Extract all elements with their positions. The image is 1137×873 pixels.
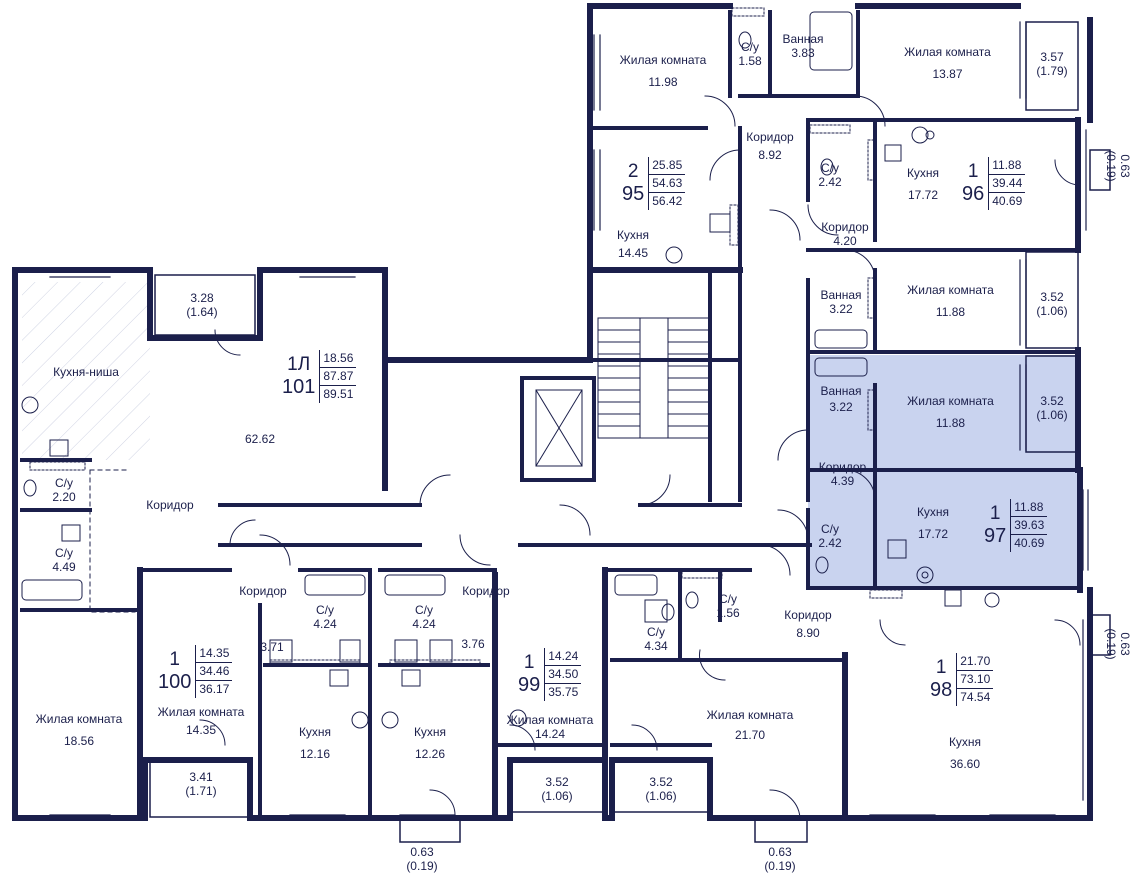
room-label: 3.76 [461,637,485,651]
walls [12,3,1111,843]
balcony-label: 3.52(1.06) [645,775,677,803]
kitchen-niche-hatch [22,282,150,460]
balcony-label: 3.52(1.06) [1036,394,1068,422]
balcony-label: 3.52(1.06) [541,775,573,803]
room-label: 3.71 [260,640,284,654]
room-label: Коридор [462,584,510,598]
balcony-label: 3.57(1.79) [1036,50,1068,78]
room-label: 62.62 [244,432,276,446]
room-label: Коридор [146,498,194,512]
room-label: Коридор [239,584,287,598]
balcony-label: 3.28(1.64) [186,291,218,319]
small-balcony-label: 0.63(0.19) [764,845,796,873]
room-label: Кухня-ниша [53,365,119,379]
balcony-label: 3.41(1.71) [185,770,217,798]
small-balcony-label: 0.63(0.19) [1104,628,1132,660]
small-balcony-label: 0.63(0.19) [1104,150,1132,182]
balcony-label: 3.52(1.06) [1036,290,1068,318]
small-balcony-label: 0.63(0.19) [406,845,438,873]
